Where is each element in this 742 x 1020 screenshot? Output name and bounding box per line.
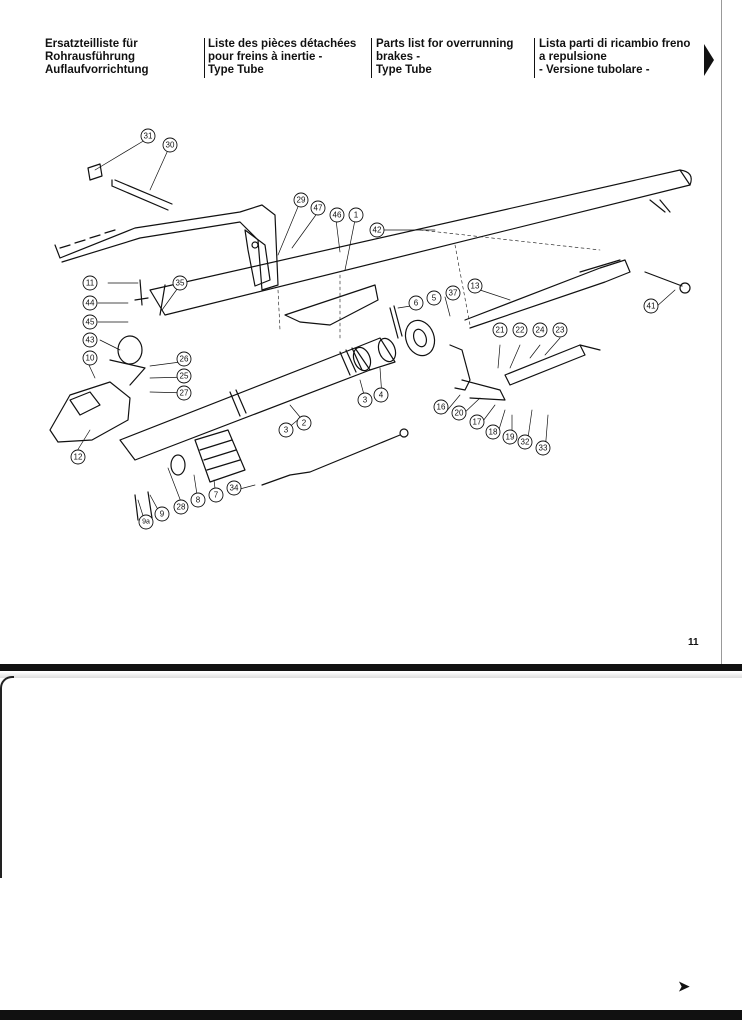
callout-3: 3: [284, 426, 289, 435]
bellows: [194, 429, 246, 483]
callout-42: 42: [373, 226, 382, 235]
callout-47: 47: [314, 204, 323, 213]
main-tube: [149, 169, 691, 316]
callout-labels: 31 30 29 47 46 1 42 11 35 44 45 43 10 26…: [70, 128, 659, 530]
header-french: Liste des pièces détachées pour freins à…: [208, 38, 357, 76]
callout-30: 30: [166, 141, 175, 150]
header-german: Ersatzteilliste für Rohrausführung Aufla…: [45, 38, 149, 76]
header-divider: [534, 38, 536, 78]
callout-34: 34: [230, 484, 239, 493]
callout-41: 41: [647, 302, 656, 311]
callout-44: 44: [86, 299, 95, 308]
page-shadow: [0, 672, 742, 678]
callout-45: 45: [86, 318, 95, 327]
callout-28: 28: [177, 503, 186, 512]
callout-2: 2: [302, 419, 307, 428]
callout-13: 13: [471, 282, 480, 291]
header-english: Parts list for overrunning brakes - Type…: [376, 38, 514, 76]
callout-16: 16: [437, 403, 446, 412]
page-bottom-band: [0, 664, 742, 671]
callout-11: 11: [86, 279, 95, 288]
arrow-right-icon: [704, 44, 714, 76]
callout-24: 24: [536, 326, 545, 335]
callout-46: 46: [333, 211, 342, 220]
callout-27: 27: [180, 389, 189, 398]
header-divider: [371, 38, 373, 78]
callout-23: 23: [556, 326, 565, 335]
callout-31: 31: [144, 132, 153, 141]
callout-7: 7: [214, 491, 219, 500]
hand-lever: [54, 204, 279, 291]
callout-43: 43: [86, 336, 95, 345]
callout-19: 19: [506, 433, 515, 442]
callout-4: 4: [379, 391, 384, 400]
callout-35: 35: [176, 279, 185, 288]
callout-33: 33: [539, 444, 548, 453]
callout-37: 37: [449, 289, 458, 298]
flag-mark-icon: ➤: [678, 978, 690, 994]
callout-9: 9: [160, 510, 165, 519]
callout-18: 18: [489, 428, 498, 437]
callout-1: 1: [354, 211, 359, 220]
callout-3b: 3: [363, 396, 368, 405]
callout-8: 8: [196, 496, 201, 505]
callout-5: 5: [432, 294, 437, 303]
callout-9a: 9a: [142, 519, 150, 526]
callout-26: 26: [180, 355, 189, 364]
header-divider: [204, 38, 206, 78]
callout-22: 22: [516, 326, 525, 335]
callout-20: 20: [455, 409, 464, 418]
exploded-parts-diagram: 31 30 29 47 46 1 42 11 35 44 45 43 10 26…: [49, 128, 692, 530]
page-number: 11: [688, 637, 699, 648]
callout-10: 10: [86, 354, 95, 363]
callout-6: 6: [414, 299, 419, 308]
hitch-coupling: [49, 381, 131, 443]
callout-29: 29: [297, 196, 306, 205]
callout-32: 32: [521, 438, 530, 447]
page-curl: [0, 676, 14, 878]
callout-21: 21: [496, 326, 505, 335]
scan-bottom-edge: [0, 1010, 742, 1020]
page-edge: [721, 0, 722, 664]
callout-17: 17: [473, 418, 482, 427]
callout-25: 25: [180, 372, 189, 381]
header-italian: Lista parti di ricambio freno a repulsio…: [539, 38, 691, 76]
callout-12: 12: [74, 453, 83, 462]
